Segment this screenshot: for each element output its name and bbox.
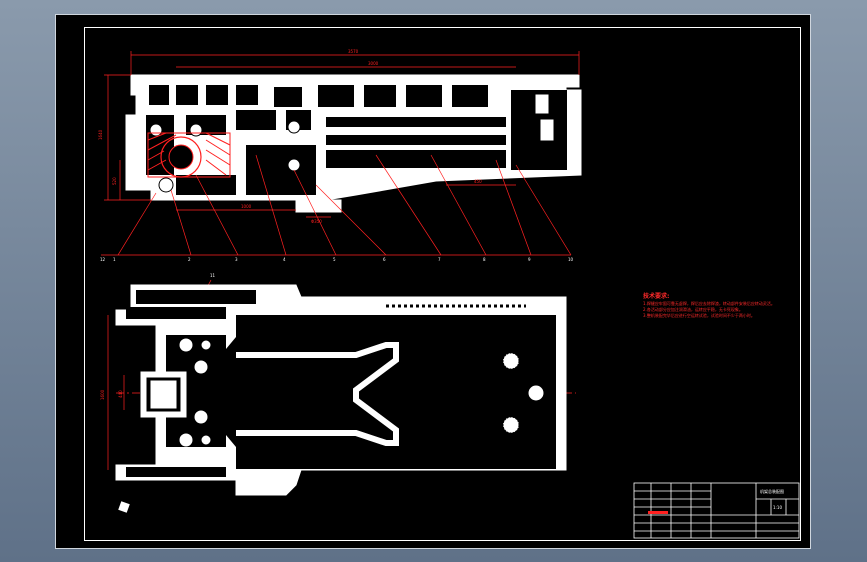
- elevation-view: [125, 74, 582, 213]
- leader-6: 6: [383, 257, 386, 262]
- leader-7: 7: [438, 257, 441, 262]
- leader-8: 8: [483, 257, 486, 262]
- leader-12: 12: [100, 257, 106, 262]
- plan-view: [115, 284, 567, 513]
- dim-bottom-mid: 1000: [241, 204, 252, 209]
- cad-drawing: 3570 3000 1640 520 1000 Φ350 450 1600 44…: [98, 49, 800, 539]
- drawing-frame: [84, 27, 801, 541]
- dim-inner: 3000: [368, 61, 379, 66]
- drawing-sheet: 3570 3000 1640 520 1000 Φ350 450 1600 44…: [55, 14, 811, 549]
- dim-right-short: 450: [474, 179, 482, 184]
- leader-3: 3: [235, 257, 238, 262]
- leader-5: 5: [333, 257, 336, 262]
- notes-heading: 技术要求:: [643, 293, 670, 300]
- notes-line-2: 2.各活动部分应加注润滑油，运转应平稳，无卡死现象。: [643, 307, 743, 312]
- dim-left-small: 520: [112, 177, 117, 185]
- section-hatch: [147, 132, 231, 178]
- dim-plan-small: 440: [118, 390, 123, 398]
- leader-4: 4: [283, 257, 286, 262]
- dim-overall: 3570: [348, 49, 359, 54]
- notes-line-1: 1.焊缝应牢固可靠无虚焊，焊后应去除焊渣，转动部件安装后应转动灵活。: [643, 301, 775, 306]
- dim-plan-height: 1600: [100, 389, 105, 400]
- title-block-title: 机架总装配图: [760, 489, 784, 494]
- dim-left-height: 1640: [98, 129, 103, 140]
- leader-10: 10: [568, 257, 574, 262]
- leader-9: 9: [528, 257, 531, 262]
- notes-line-3: 3.整机装配完毕后应进行空运转试验，试验时间不少于两小时。: [643, 313, 755, 318]
- title-block: [633, 482, 800, 539]
- title-block-scale: 1:10: [773, 505, 782, 510]
- leader-2: 2: [188, 257, 191, 262]
- leader-1: 1: [113, 257, 116, 262]
- technical-notes: 技术要求: 1.焊缝应牢固可靠无虚焊，焊后应去除焊渣，转动部件安装后应转动灵活。…: [643, 293, 803, 319]
- leader-11: 11: [210, 273, 216, 278]
- dim-circle: Φ350: [311, 219, 322, 224]
